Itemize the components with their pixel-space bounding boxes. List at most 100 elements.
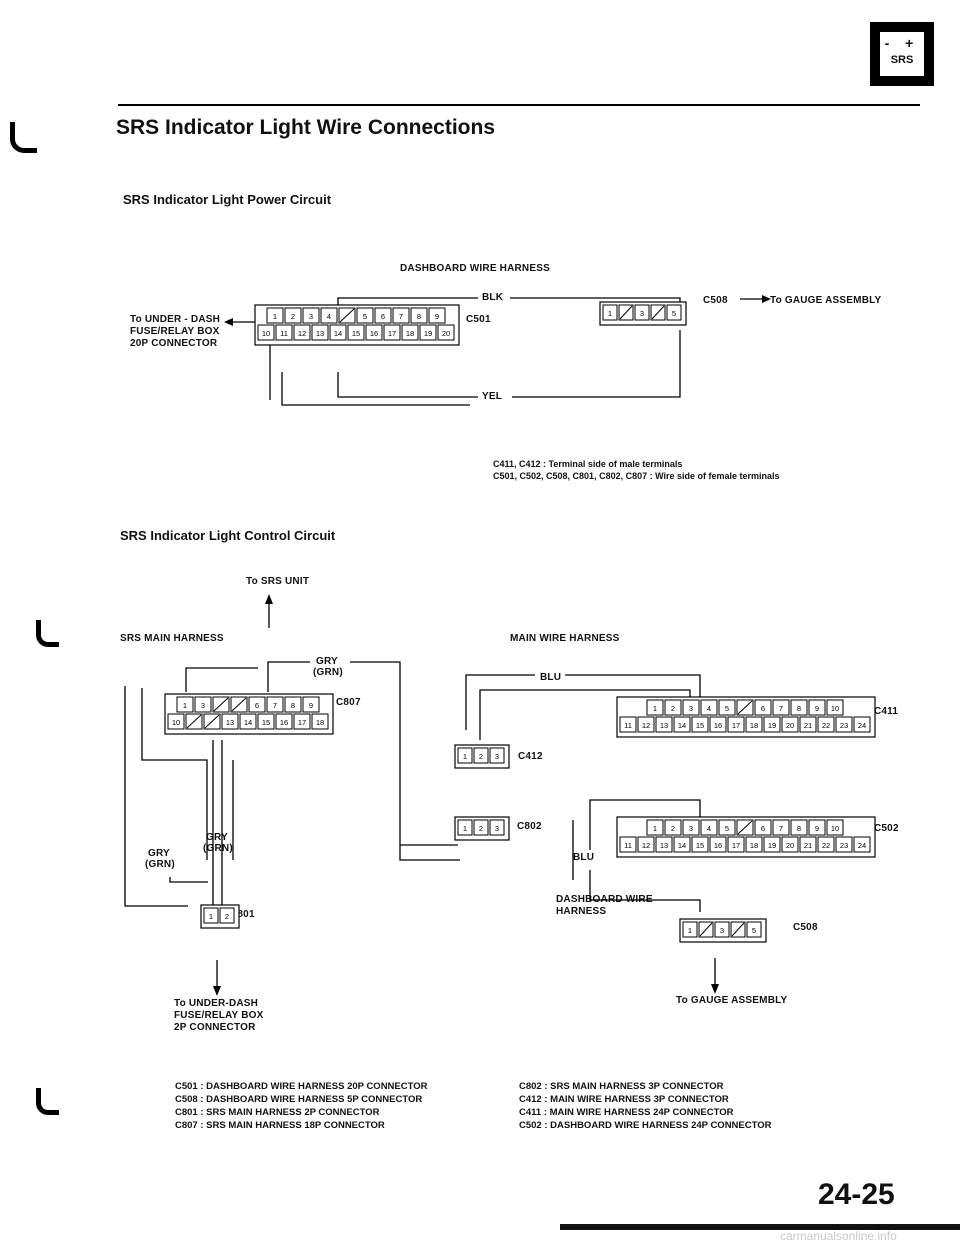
connector-c502-pin-number: 17	[732, 841, 740, 850]
connector-c508-power-empty-cavity	[651, 305, 665, 320]
connector-c501-pin-number: 18	[406, 329, 414, 338]
connector-c502-empty-cavity	[737, 820, 753, 835]
connector-c508-power-cavity	[634, 304, 650, 321]
connector-c412-housing	[454, 744, 510, 769]
connector-c501-pin-number: 11	[280, 329, 288, 338]
connector-c807-pin-number: 16	[280, 718, 288, 727]
connector-c501-cavity	[266, 307, 284, 324]
connector-c807-empty-cavity	[204, 714, 220, 729]
connector-c502-cavity	[664, 819, 682, 836]
power-left-dest-2: FUSE/RELAY BOX	[130, 326, 220, 337]
connector-c411-cavity	[772, 699, 790, 716]
power-left-dest-1: To UNDER - DASH	[130, 314, 221, 325]
connector-c412-cavity	[473, 747, 489, 764]
connector-c501-cavity	[392, 307, 410, 324]
wire-gry-grn-down	[212, 740, 223, 910]
page-title: SRS Indicator Light Wire Connections	[116, 116, 495, 139]
c502-label: C502	[874, 823, 899, 834]
connector-c411-empty-cavity	[737, 700, 753, 715]
badge-label: SRS	[890, 54, 914, 66]
connector-c501-pin-number: 4	[327, 312, 331, 321]
legend-right-1: C802 : SRS MAIN HARNESS 3P CONNECTOR	[519, 1081, 724, 1092]
watermark: carmanualsonline.info	[780, 1229, 897, 1243]
connector-c501-pin-number: 6	[381, 312, 385, 321]
connector-c411-cavity	[727, 716, 745, 733]
connector-c502-pin-number: 7	[779, 824, 783, 833]
srs-badge: - + SRS	[870, 22, 934, 86]
page-number: 24-25	[818, 1178, 895, 1211]
connector-c502-pin-number: 8	[797, 824, 801, 833]
connector-c502-pin-number: 19	[768, 841, 776, 850]
connector-c501-pin-number: 7	[399, 312, 403, 321]
connector-c501-pin-number: 13	[316, 329, 324, 338]
connector-c502-pin-number: 2	[671, 824, 675, 833]
connector-c502-pin-number: 21	[804, 841, 812, 850]
connector-c508-control-empty-cavity	[699, 922, 713, 937]
connector-c508-power-empty-cavity	[619, 305, 633, 320]
connector-c501-cavity	[374, 307, 392, 324]
connector-c411-pin-number: 3	[689, 704, 693, 713]
connector-c801-cavity	[203, 907, 219, 924]
connector-c502-cavity	[763, 836, 781, 853]
connector-c502-cavity	[682, 819, 700, 836]
connector-c508-control-empty-cavity	[731, 922, 745, 937]
connector-c502-pin-number: 16	[714, 841, 722, 850]
connector-c807-cavity	[185, 713, 203, 730]
connector-c411-pin-number: 9	[815, 704, 819, 713]
connector-c807-cavity	[275, 713, 293, 730]
connector-c502-pin-number: 6	[761, 824, 765, 833]
power-harness-label: DASHBOARD WIRE HARNESS	[400, 263, 550, 274]
connector-c508-power-cavity	[650, 304, 666, 321]
connector-c807-cavity	[257, 713, 275, 730]
connector-c807-cavity	[176, 696, 194, 713]
connector-c508-control-cavity	[714, 921, 730, 938]
connector-c411-cavity	[781, 716, 799, 733]
connector-c501-cavity	[437, 324, 455, 341]
connector-c501-cavity	[401, 324, 419, 341]
connector-c501-cavity	[419, 324, 437, 341]
connector-c508-control-pin-number: 3	[720, 926, 724, 935]
connector-c807-cavity	[194, 696, 212, 713]
connector-c501-pin-number: 17	[388, 329, 396, 338]
connector-c501-cavity	[365, 324, 383, 341]
connector-c807-pin-number: 8	[291, 701, 295, 710]
connector-c502-pin-number: 1	[653, 824, 657, 833]
c801-label: C801	[230, 909, 255, 920]
connector-c807-empty-cavity	[231, 697, 247, 712]
connector-c411-pin-number: 10	[831, 704, 839, 713]
connector-c807-empty-cavity	[186, 714, 202, 729]
connector-c807-cavity	[284, 696, 302, 713]
connector-c501-cavity	[311, 324, 329, 341]
connector-c807-cavity	[167, 713, 185, 730]
connector-c501-empty-cavity	[339, 308, 355, 323]
connector-c501-cavity	[293, 324, 311, 341]
connector-c502-pin-number: 3	[689, 824, 693, 833]
legend-left-1: C501 : DASHBOARD WIRE HARNESS 20P CONNEC…	[175, 1081, 428, 1092]
arrowhead-down-right	[711, 984, 719, 994]
connector-c802-pin-number: 2	[479, 824, 483, 833]
binding-mark-1	[10, 122, 37, 153]
connector-c411-cavity	[664, 699, 682, 716]
connector-c508-control-cavity	[730, 921, 746, 938]
battery-terminals-icon: - +	[884, 35, 920, 51]
connector-c502-cavity	[718, 819, 736, 836]
gry-grn-mid-1: GRY	[206, 832, 228, 843]
connector-c501-cavity	[428, 307, 446, 324]
connector-c501-cavity	[257, 324, 275, 341]
connector-c807-pin-number: 10	[172, 718, 180, 727]
srs-harness-outline	[124, 686, 188, 907]
connector-c411-pin-number: 23	[840, 721, 848, 730]
connector-c411-pin-number: 17	[732, 721, 740, 730]
connector-c502-pin-number: 22	[822, 841, 830, 850]
connector-c501-cavity	[302, 307, 320, 324]
connector-c801-cavity	[219, 907, 235, 924]
connector-c411-cavity	[637, 716, 655, 733]
connector-c502-pin-number: 23	[840, 841, 848, 850]
connector-c501-cavity	[356, 307, 374, 324]
connector-c501-cavity	[383, 324, 401, 341]
wire-blk-label: BLK	[482, 292, 504, 303]
connector-c411-cavity	[754, 699, 772, 716]
outline-left-2	[281, 372, 470, 406]
connector-c502-cavity	[745, 836, 763, 853]
